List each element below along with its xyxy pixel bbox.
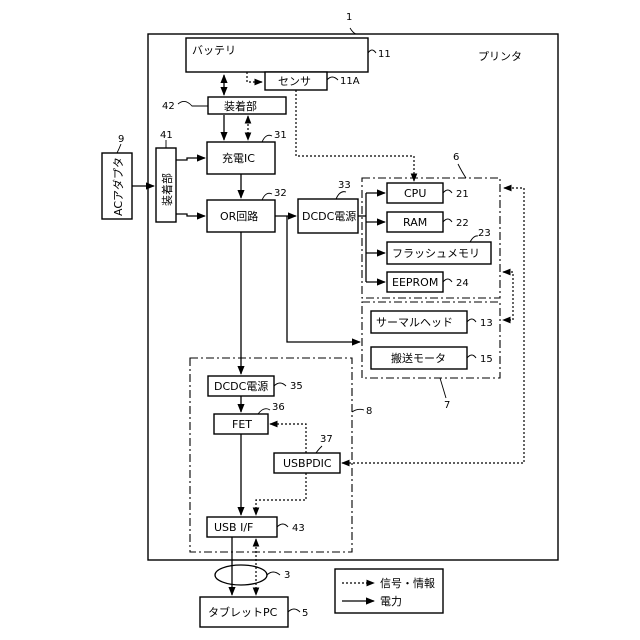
legend-power-label: 電力 — [380, 595, 402, 608]
ref-22: 22 — [456, 218, 469, 229]
ref-31: 31 — [274, 130, 287, 141]
printer-label: プリンタ — [478, 50, 522, 63]
ref-23: 23 — [478, 228, 491, 239]
thermal-head-label: サーマルヘッド — [376, 316, 453, 329]
ref-32: 32 — [274, 188, 287, 199]
or-circuit-label: OR回路 — [220, 210, 258, 223]
mount-41-label: 装着部 — [160, 173, 174, 206]
tablet-pc-label: タブレットPC — [208, 605, 278, 619]
ref-9: 9 — [118, 134, 124, 145]
ref-15: 15 — [480, 354, 493, 365]
leader-5 — [288, 609, 300, 612]
ref-36: 36 — [272, 402, 285, 413]
ref-11: 11 — [378, 49, 391, 60]
ref-43: 43 — [292, 523, 305, 534]
leader-3 — [267, 572, 280, 575]
ref-42: 42 — [162, 101, 175, 112]
ref-7: 7 — [444, 400, 450, 411]
dcdc-35-label: DCDC電源 — [214, 379, 268, 393]
sensor-label: センサ — [278, 75, 311, 88]
ref-41: 41 — [160, 130, 173, 141]
ref-5: 5 — [302, 608, 308, 619]
eeprom-label: EEPROM — [392, 276, 438, 289]
dcdc-33-label: DCDC電源 — [302, 209, 356, 223]
usb-if-label: USB I/F — [214, 521, 253, 534]
ref-21: 21 — [456, 189, 469, 200]
ref-3: 3 — [284, 570, 290, 581]
cable-ellipse — [215, 565, 267, 585]
ref-24: 24 — [456, 278, 469, 289]
leader-9 — [117, 144, 121, 153]
fet-label: FET — [232, 418, 252, 431]
leader-1 — [350, 28, 356, 34]
charge-ic-label: 充電IC — [222, 151, 255, 165]
ref-33: 33 — [338, 180, 351, 191]
mount-42-label: 装着部 — [224, 99, 257, 113]
flash-memory-label: フラッシュメモリ — [392, 247, 480, 260]
cpu-label: CPU — [404, 187, 426, 200]
ref-1: 1 — [346, 12, 352, 23]
ref-8: 8 — [366, 406, 372, 417]
ac-adapter-label: ACアダプタ — [111, 157, 125, 216]
transport-motor-label: 搬送モータ — [391, 351, 446, 365]
ref-35: 35 — [290, 381, 303, 392]
ref-6: 6 — [453, 152, 459, 163]
legend-signal-label: 信号・情報 — [380, 577, 435, 590]
usbpdic-label: USBPDIC — [283, 457, 332, 470]
ref-37: 37 — [320, 434, 333, 445]
ref-13: 13 — [480, 318, 493, 329]
battery-label: バッテリ — [192, 44, 236, 57]
ram-label: RAM — [403, 216, 427, 229]
ref-11a: 11A — [340, 76, 360, 87]
